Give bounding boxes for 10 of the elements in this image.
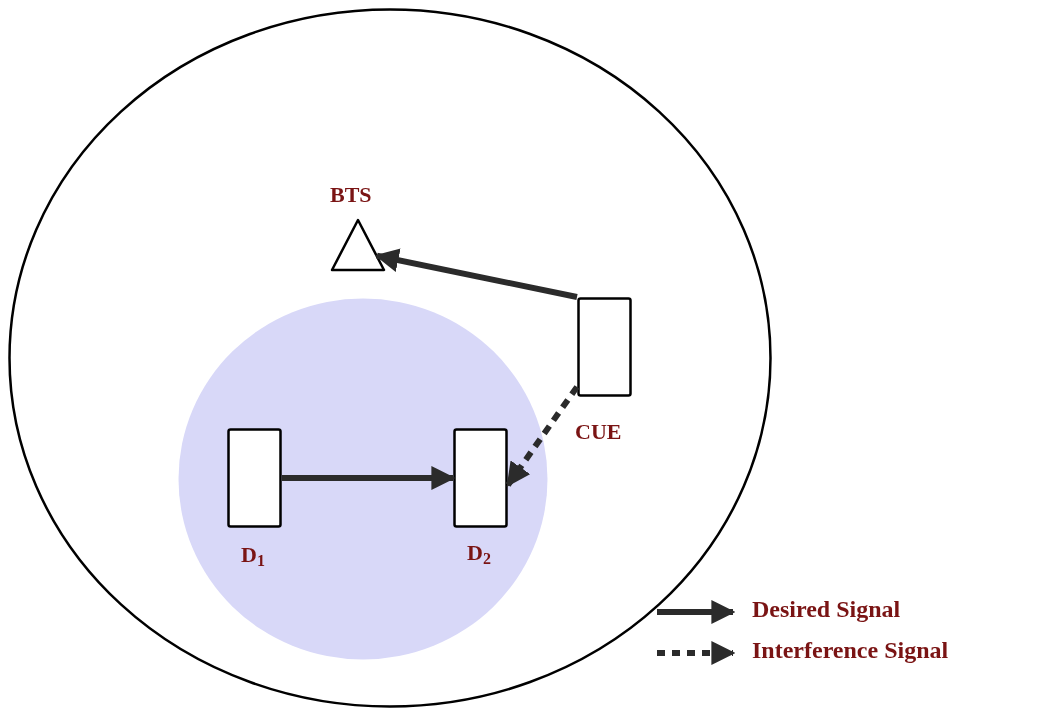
node-label: D$_{1}$ xyxy=(241,542,265,570)
node-label: BTS xyxy=(330,182,372,208)
signal-arrow xyxy=(282,466,456,490)
node-label: CUE xyxy=(575,419,622,445)
legend-label: Desired Signal xyxy=(752,596,901,623)
d2d-range-circle xyxy=(177,297,549,661)
legend-label: Interference Signal xyxy=(752,637,949,664)
node-label: D$_{2}$ xyxy=(467,540,491,568)
signal-arrow xyxy=(374,248,578,300)
signal-arrow xyxy=(505,385,580,487)
